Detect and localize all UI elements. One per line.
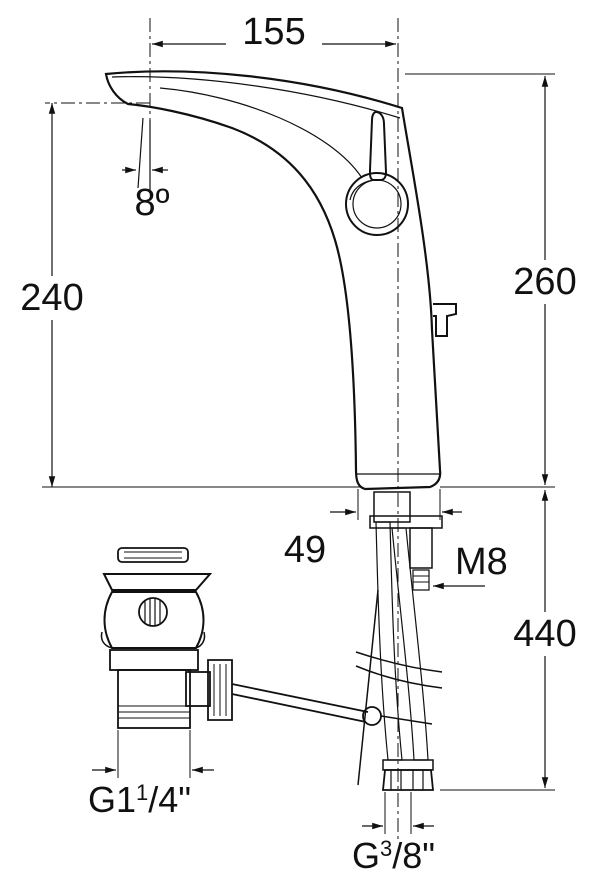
label-fixing-rod: M8: [455, 541, 508, 583]
flexible-hoses: [355, 521, 443, 791]
label-overall-height: 260: [513, 261, 576, 303]
waste-thread-numerator: 1: [136, 780, 148, 805]
centerlines: [45, 18, 399, 840]
dim-hose-length: 440: [440, 490, 590, 791]
waste-thread-denominator: /4": [148, 779, 191, 820]
hose-thread-prefix: G: [352, 835, 380, 876]
faucet-body: [104, 70, 442, 491]
label-fixing-rod-group: M8: [433, 541, 508, 590]
label-hose-thread: G3/8": [352, 835, 435, 876]
label-hose-length: 440: [513, 613, 576, 655]
label-body-base: 49: [284, 529, 326, 571]
lever-handle: [345, 110, 409, 236]
hose-thread-numerator: 3: [380, 836, 392, 861]
dim-overall-height: 260: [405, 73, 590, 488]
popup-rod-knob: [433, 303, 457, 337]
dim-spout-reach: 155: [152, 11, 396, 56]
label-spout-height: 240: [20, 277, 83, 319]
hose-thread-denominator: /8": [392, 835, 435, 876]
dim-spout-angle: 8º: [122, 117, 170, 224]
dim-hose-thread: G3/8": [352, 792, 435, 876]
dim-spout-height: 240: [6, 103, 360, 488]
label-waste-thread: G11/4": [88, 779, 191, 820]
dim-body-base: 49: [284, 489, 462, 571]
label-spout-angle: 8º: [134, 182, 169, 224]
label-spout-reach: 155: [242, 11, 305, 53]
waste-thread-prefix: G1: [88, 779, 136, 820]
waste-valve: [100, 547, 433, 729]
fixing-assembly: [369, 491, 443, 591]
dim-waste-thread: G11/4": [88, 730, 214, 820]
